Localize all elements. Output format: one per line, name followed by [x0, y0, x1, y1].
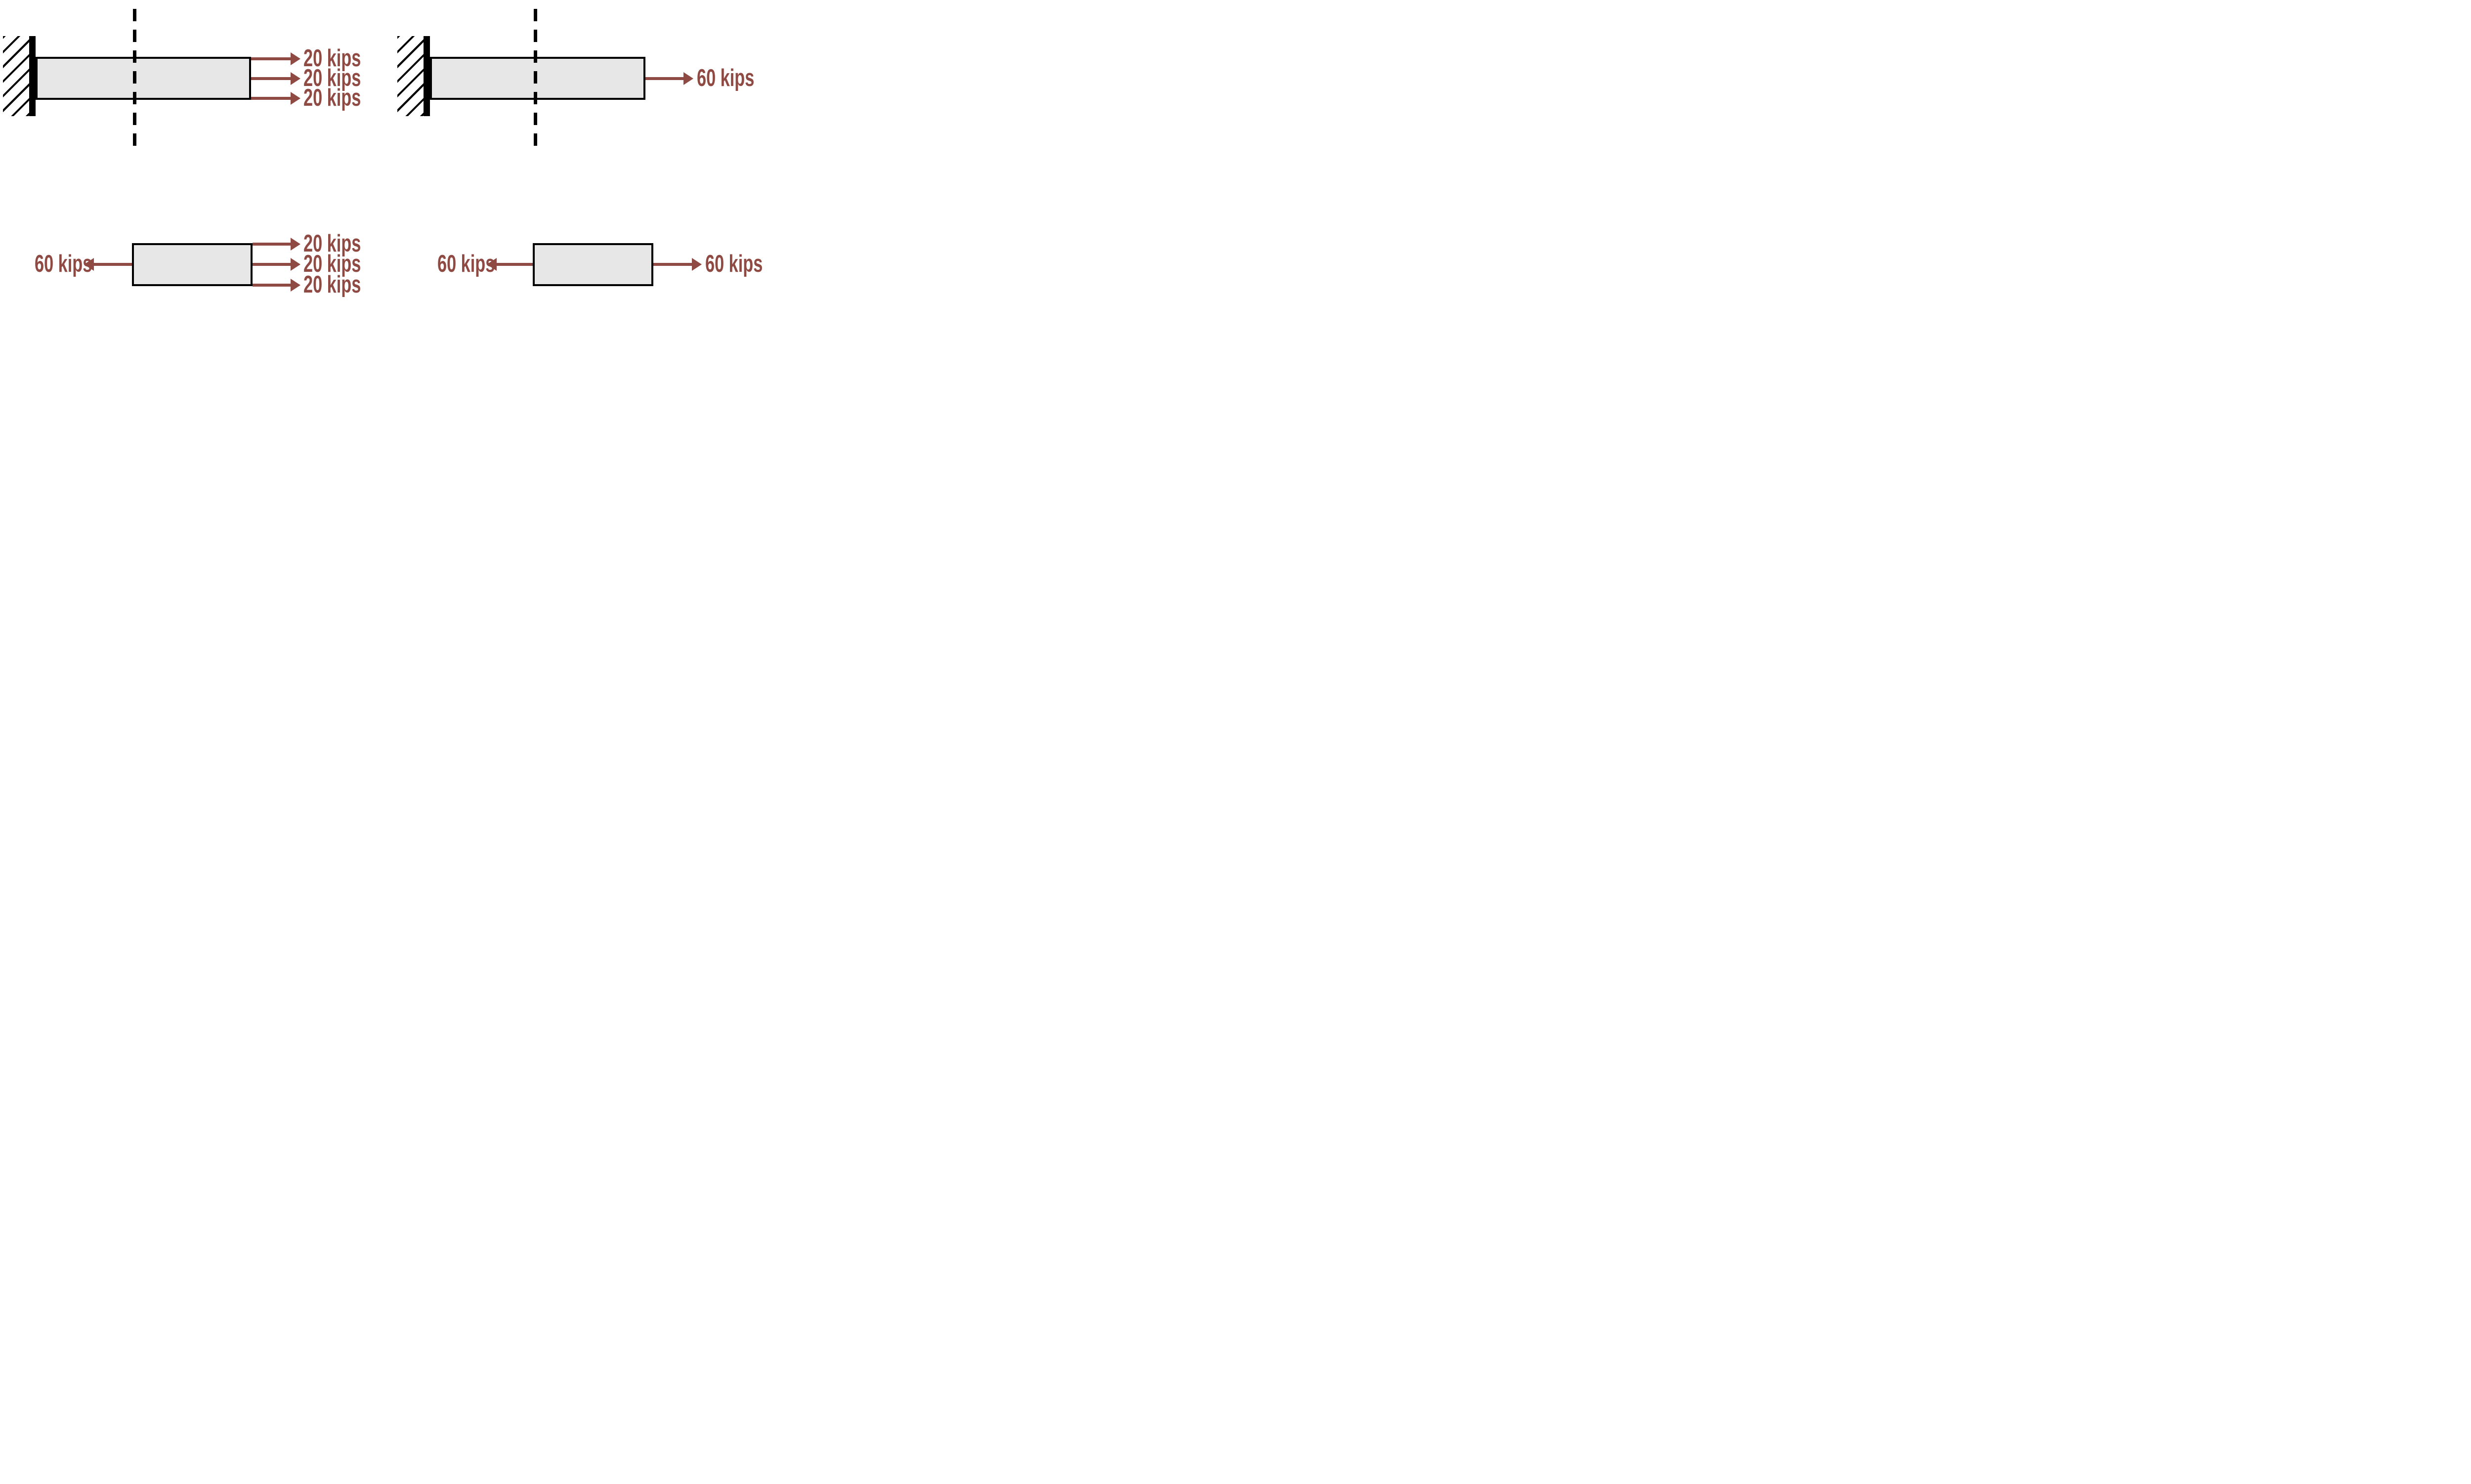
force-arrow [253, 238, 300, 251]
force-arrow [84, 258, 132, 271]
fixed-support-wall [29, 36, 36, 116]
arrow-head-icon [291, 279, 300, 292]
fixed-support-wall [424, 36, 430, 116]
force-arrow [251, 52, 300, 65]
force-arrow [253, 258, 300, 271]
fixed-support-hatching [397, 36, 424, 116]
arrow-head-icon [683, 72, 693, 85]
force-arrow [645, 72, 693, 85]
arrow-head-icon [487, 258, 497, 271]
force-label: 20 kips [303, 65, 361, 91]
force-arrow [487, 258, 533, 271]
mechanics-figure: 20 kips 20 kips 20 kips 60 kips 60 kips [0, 0, 765, 297]
arrow-head-icon [291, 92, 300, 105]
arrow-head-icon [291, 238, 300, 251]
arrow-head-icon [84, 258, 94, 271]
force-label: 60 kips [437, 251, 495, 277]
arrow-shaft [251, 57, 291, 60]
force-label: 20 kips [303, 251, 361, 277]
force-label: 60 kips [697, 65, 755, 91]
arrow-shaft [251, 97, 291, 100]
section-cut-line [133, 9, 136, 148]
bar-member [430, 57, 645, 100]
force-label: 20 kips [303, 45, 361, 72]
force-arrow [251, 72, 300, 85]
force-arrow [653, 258, 702, 271]
arrow-shaft [253, 263, 291, 266]
force-arrow [253, 279, 300, 292]
arrow-shaft [93, 263, 132, 266]
arrow-shaft [253, 284, 291, 287]
force-label: 60 kips [35, 251, 92, 277]
force-label: 20 kips [303, 230, 361, 257]
force-arrow [251, 92, 300, 105]
free-body-segment [132, 243, 253, 286]
arrow-head-icon [291, 72, 300, 85]
bar-member [36, 57, 251, 100]
force-label: 20 kips [303, 271, 361, 297]
arrow-shaft [253, 243, 291, 246]
arrow-shaft [645, 77, 684, 80]
arrow-head-icon [291, 258, 300, 271]
section-cut-line [534, 9, 537, 148]
arrow-shaft [496, 263, 533, 266]
arrow-head-icon [692, 258, 702, 271]
arrow-shaft [653, 263, 692, 266]
arrow-head-icon [291, 52, 300, 65]
free-body-segment [533, 243, 653, 286]
force-label: 60 kips [705, 251, 763, 277]
fixed-support-hatching [3, 36, 30, 116]
force-label: 20 kips [303, 85, 361, 111]
arrow-shaft [251, 77, 291, 80]
